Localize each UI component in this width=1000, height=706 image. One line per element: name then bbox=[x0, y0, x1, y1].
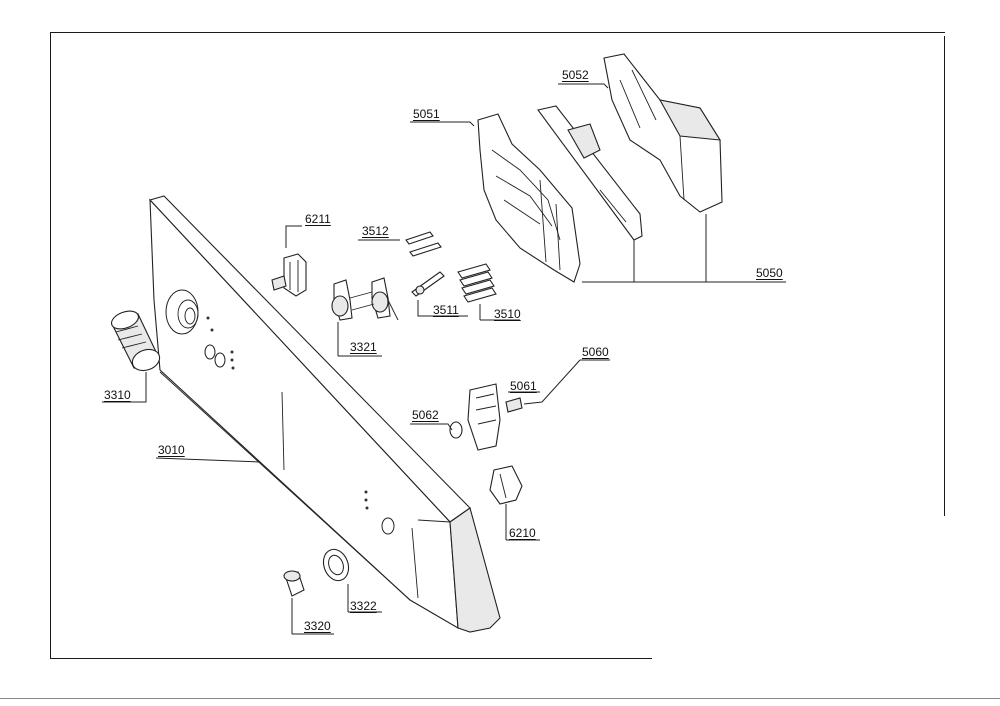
switch-6211 bbox=[271, 253, 307, 297]
frame-left-line bbox=[50, 32, 51, 658]
part-label-3322: 3322 bbox=[350, 599, 377, 613]
leader-lines bbox=[102, 83, 786, 635]
assembly-5060 bbox=[449, 383, 523, 451]
part-label-3511: 3511 bbox=[433, 303, 459, 317]
part-label-5061: 5061 bbox=[510, 379, 537, 393]
ring-3322 bbox=[322, 548, 350, 582]
part-label-6210: 6210 bbox=[509, 526, 536, 540]
knob-3310 bbox=[111, 310, 161, 372]
frame-right-line bbox=[944, 36, 945, 516]
frame-bottom-line bbox=[50, 658, 652, 659]
part-label-5050: 5050 bbox=[756, 266, 783, 280]
cap-3320 bbox=[283, 570, 305, 597]
page-edge-line bbox=[0, 698, 1000, 699]
rods-3512 bbox=[405, 231, 442, 257]
part-label-5062: 5062 bbox=[412, 408, 439, 422]
frame-5051 bbox=[477, 113, 581, 283]
cover-5052 bbox=[603, 53, 723, 213]
part-label-3320: 3320 bbox=[304, 619, 331, 633]
part-label-3310: 3310 bbox=[104, 388, 131, 402]
part-label-5060: 5060 bbox=[582, 345, 609, 359]
lampholder-3321 bbox=[331, 277, 399, 321]
part-label-5051: 5051 bbox=[413, 107, 440, 121]
frame-top-line bbox=[50, 32, 945, 33]
part-label-6211: 6211 bbox=[305, 212, 331, 226]
part-label-5052: 5052 bbox=[562, 68, 589, 82]
part-label-3510: 3510 bbox=[494, 307, 521, 321]
pin-3511 bbox=[411, 271, 445, 297]
part-label-3010: 3010 bbox=[158, 443, 185, 457]
part-label-3512: 3512 bbox=[362, 224, 389, 238]
connectors-3510 bbox=[457, 263, 497, 303]
control-panel-fascia bbox=[148, 195, 501, 633]
switch-6210 bbox=[489, 465, 523, 505]
part-label-3321: 3321 bbox=[350, 340, 377, 354]
pcb-5050 bbox=[537, 105, 643, 241]
